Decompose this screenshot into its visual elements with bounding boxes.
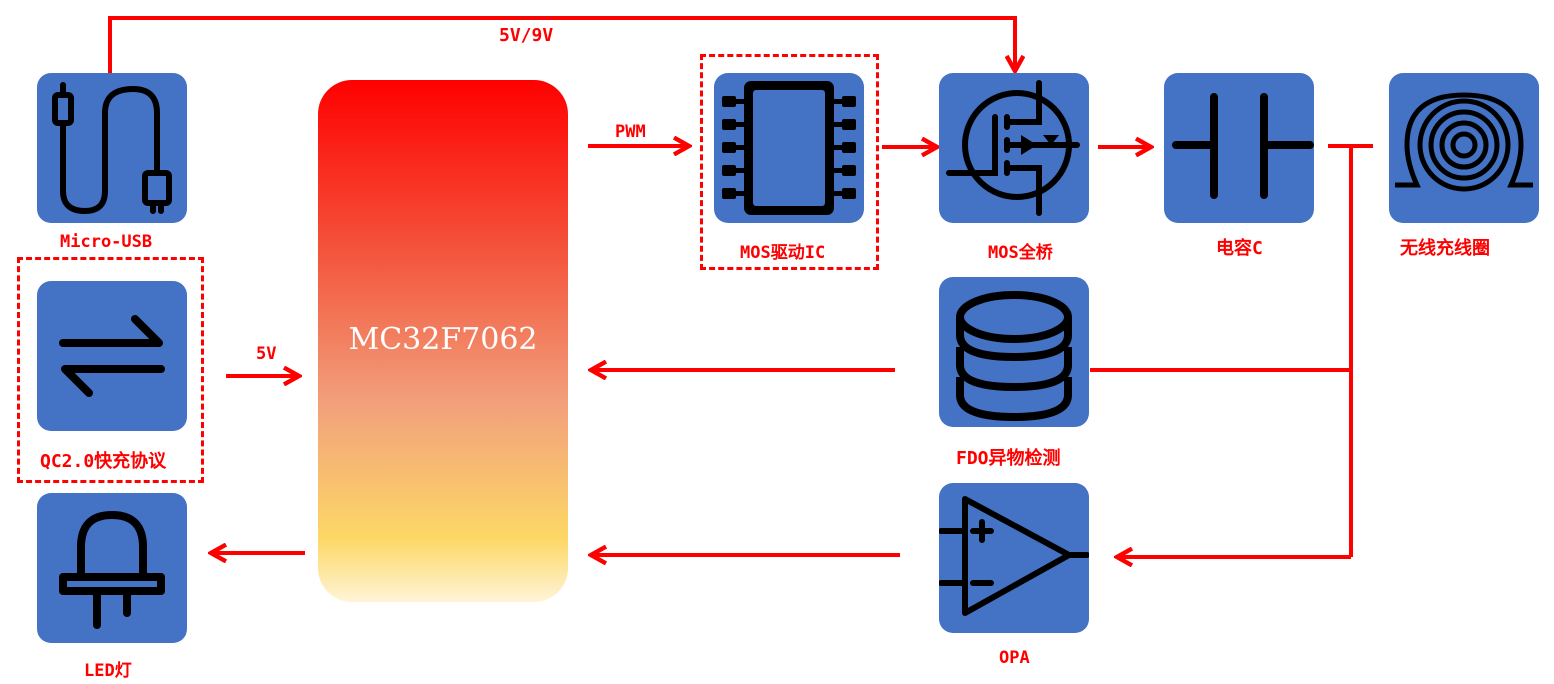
mos-bridge-label: MOS全桥 xyxy=(988,243,1053,263)
fdo-label: FDO异物检测 xyxy=(956,448,1061,469)
opamp-icon xyxy=(939,496,1089,616)
micro-usb-label: Micro-USB xyxy=(60,232,153,252)
supply-wire xyxy=(108,16,1015,73)
coin-stack-icon xyxy=(956,291,1072,422)
capacitor-label: 电容C xyxy=(1216,238,1263,259)
qc-voltage-label: 5V xyxy=(256,344,277,364)
qc-protocol-tile xyxy=(37,281,187,431)
opa-label: OPA xyxy=(999,648,1030,668)
swap-arrows-icon xyxy=(59,315,165,397)
chip-icon xyxy=(722,81,856,215)
fdo-tile xyxy=(939,277,1089,427)
usb-cable-icon xyxy=(52,82,172,214)
opa-tile xyxy=(939,483,1089,633)
mos-driver-label: MOS驱动IC xyxy=(740,243,826,263)
mosfet-icon xyxy=(946,80,1080,216)
pwm-label: PWM xyxy=(615,122,646,142)
capacitor-tile xyxy=(1164,73,1314,223)
coil-icon xyxy=(1395,92,1533,192)
supply-voltage-label: 5V/9V xyxy=(499,25,554,46)
coil-tile xyxy=(1389,73,1539,223)
driver-dashed-frame xyxy=(700,54,879,270)
mcu-label: MC32F7062 xyxy=(348,322,538,357)
qc-dashed-frame xyxy=(17,257,204,483)
coil-label: 无线充线圈 xyxy=(1400,238,1490,259)
mos-bridge-tile xyxy=(939,73,1089,223)
micro-usb-tile xyxy=(37,73,187,223)
qc-protocol-label: QC2.0快充协议 xyxy=(40,451,167,472)
led-tile xyxy=(37,493,187,643)
mos-driver-tile xyxy=(714,73,864,223)
led-label: LED灯 xyxy=(84,661,132,681)
mcu-block: MC32F7062 xyxy=(318,80,568,602)
capacitor-icon xyxy=(1172,93,1314,199)
led-icon xyxy=(59,511,165,629)
